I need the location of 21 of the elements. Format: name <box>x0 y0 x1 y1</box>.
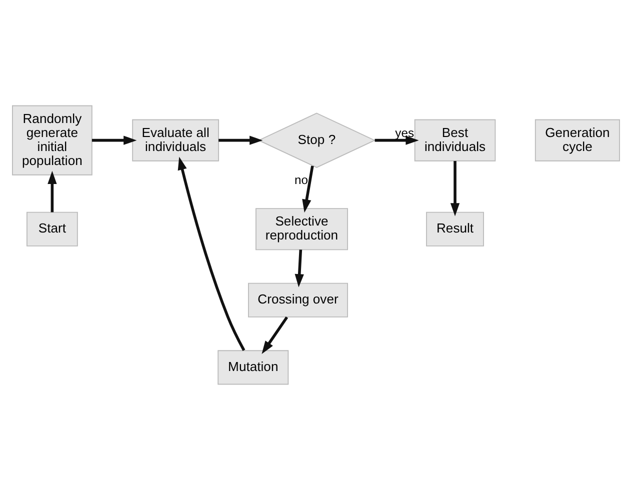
node-box: Generation cycle <box>534 118 620 161</box>
arrow <box>302 165 314 212</box>
arrow <box>262 316 288 354</box>
arrow <box>450 160 460 216</box>
node-box: Crossing over <box>248 282 348 317</box>
arrow <box>92 135 137 144</box>
arrow <box>294 249 304 287</box>
node-box: Mutation <box>218 350 289 384</box>
node-box: Selective reproduction <box>255 208 348 250</box>
edge-label: yes <box>395 125 414 140</box>
arrow <box>178 156 246 350</box>
arrow <box>374 135 419 144</box>
arrow <box>218 135 263 144</box>
node-box: Start <box>26 211 78 246</box>
node-box: Best individuals <box>414 118 496 161</box>
node-box: Result <box>426 211 484 246</box>
arrow <box>48 170 57 212</box>
node-box: Randomly generate initial population <box>12 104 92 175</box>
edge-label: no <box>294 172 308 186</box>
node-diamond: Stop ? <box>258 112 376 168</box>
node-box: Evaluate all individuals <box>132 118 220 161</box>
